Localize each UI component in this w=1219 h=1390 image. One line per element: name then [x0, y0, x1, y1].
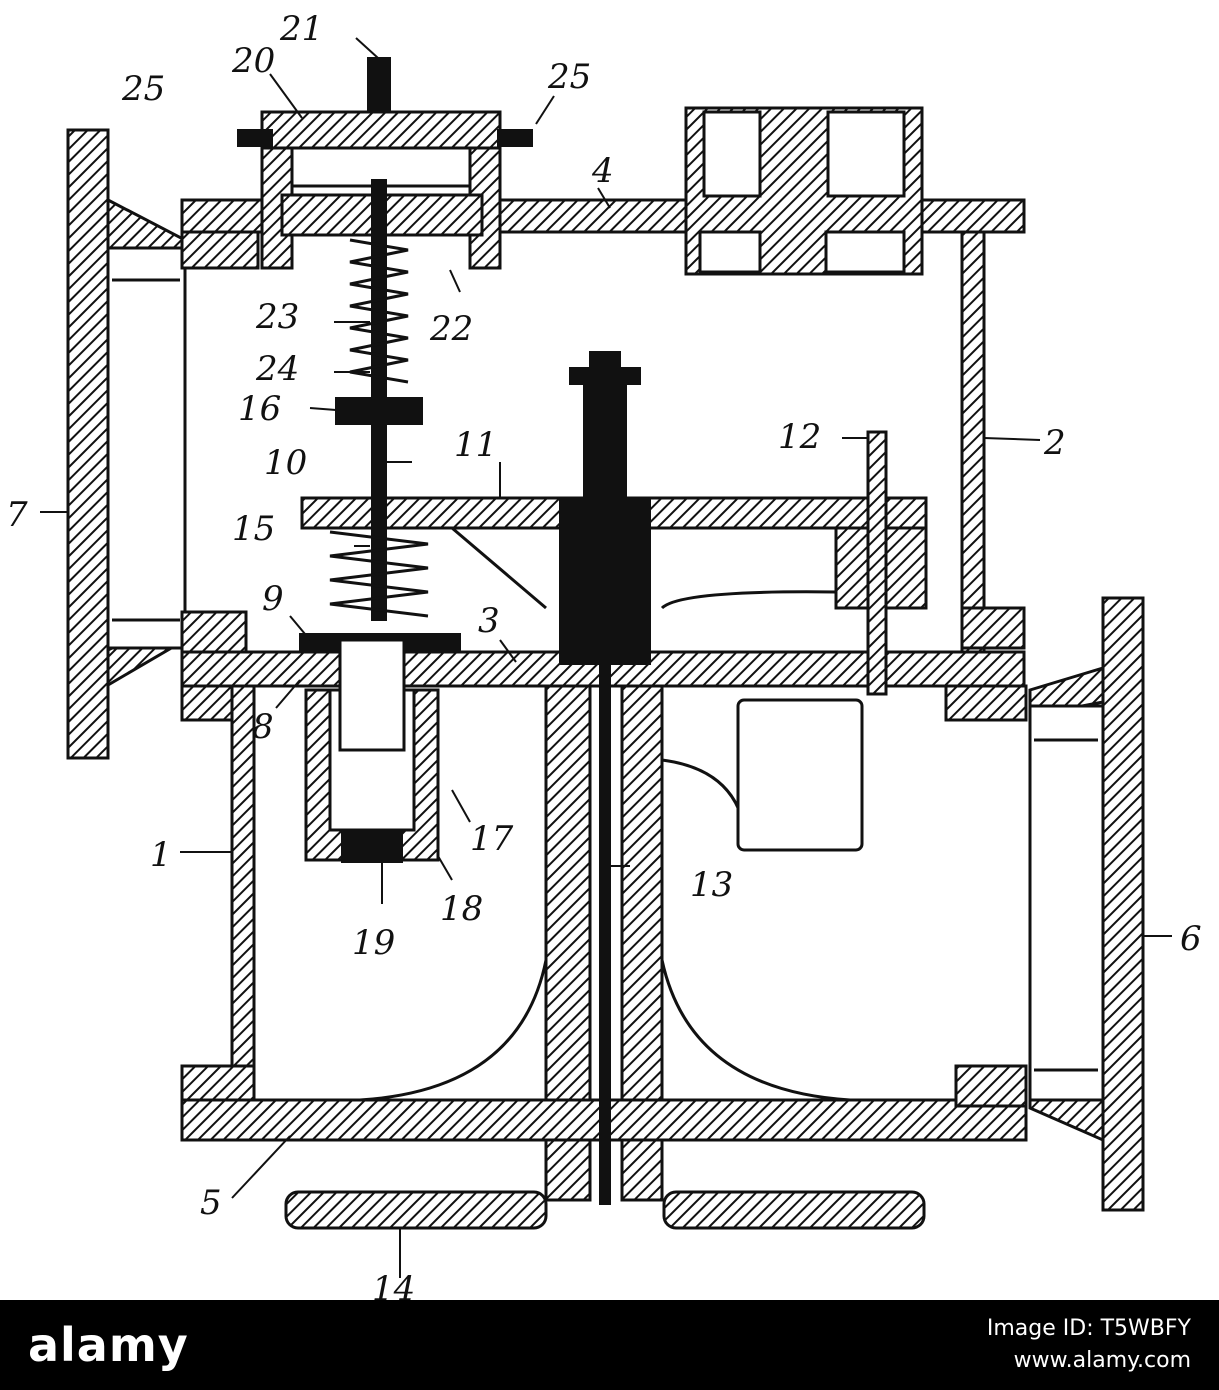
image-id-text: Image ID: T5WBFY — [986, 1316, 1191, 1341]
label-20: 20 — [231, 41, 275, 81]
label-11: 11 — [454, 425, 497, 465]
brand-logo: alamy — [28, 1318, 189, 1372]
label-5: 5 — [200, 1183, 222, 1223]
label-2: 2 — [1043, 423, 1066, 463]
label-18: 18 — [440, 889, 483, 929]
label-8: 8 — [252, 707, 274, 747]
stock-footer-bar: alamy Image ID: T5WBFY www.alamy.com — [0, 1300, 1219, 1390]
site-url-text: www.alamy.com — [1013, 1348, 1191, 1373]
label-22: 22 — [429, 309, 473, 349]
right-flange — [1028, 596, 1145, 1212]
center-stem — [559, 351, 651, 1205]
label-23: 23 — [255, 297, 299, 337]
label-12: 12 — [778, 417, 821, 457]
left-flange — [66, 128, 187, 760]
valve-assembly — [299, 179, 461, 863]
label-25-left: 25 — [121, 69, 165, 109]
label-6: 6 — [1180, 919, 1202, 959]
label-4: 4 — [591, 151, 614, 191]
leader-lines — [40, 37, 1172, 1278]
label-16: 16 — [238, 389, 281, 429]
label-1: 1 — [150, 835, 172, 875]
label-13: 13 — [690, 865, 733, 905]
label-7: 7 — [6, 495, 28, 535]
label-9: 9 — [262, 579, 284, 619]
bottom-bar — [284, 1190, 926, 1230]
label-3: 3 — [478, 601, 500, 641]
label-14: 14 — [372, 1269, 415, 1300]
label-10: 10 — [264, 443, 307, 483]
label-25-right: 25 — [547, 57, 591, 97]
reference-labels: 1 2 3 4 5 6 7 8 9 10 11 12 13 14 15 16 1… — [6, 9, 1202, 1300]
label-24: 24 — [255, 349, 299, 389]
label-15: 15 — [232, 509, 275, 549]
label-19: 19 — [352, 923, 395, 963]
valve-cross-section-diagram: 1 2 3 4 5 6 7 8 9 10 11 12 13 14 15 16 1… — [6, 9, 1202, 1300]
label-17: 17 — [470, 819, 514, 859]
label-21: 21 — [279, 9, 323, 49]
